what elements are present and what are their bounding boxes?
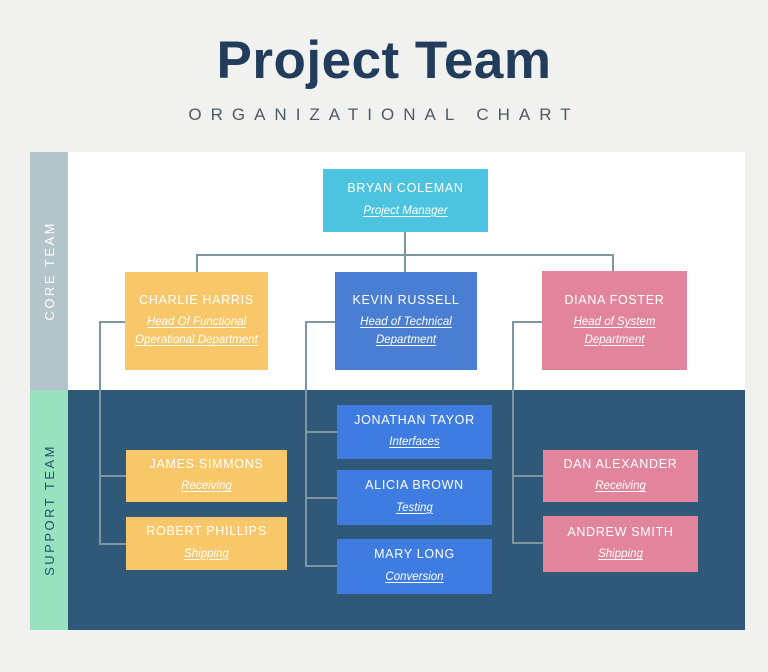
org-node-head-system: DIANA FOSTER Head of System Department bbox=[542, 271, 687, 370]
connector-drop-diana bbox=[612, 254, 614, 272]
connector-robert-stub bbox=[99, 543, 126, 545]
person-name: DAN ALEXANDER bbox=[563, 456, 678, 471]
person-role: Head of System Department bbox=[573, 315, 656, 346]
connector-dan-stub bbox=[512, 475, 543, 477]
person-role: Head Of Functional Operational Departmen… bbox=[135, 316, 258, 347]
connector-jonathan-stub bbox=[305, 431, 337, 433]
core-team-label: CORE TEAM bbox=[41, 221, 57, 321]
person-role: Head of Technical Department bbox=[360, 316, 452, 347]
core-team-strip: CORE TEAM bbox=[30, 152, 68, 390]
person-name: ALICIA BROWN bbox=[365, 478, 464, 493]
support-team-label: SUPPORT TEAM bbox=[41, 444, 57, 576]
person-role: Shipping bbox=[598, 548, 643, 561]
person-name: DIANA FOSTER bbox=[564, 292, 665, 307]
connector-mary-stub bbox=[305, 565, 337, 567]
connector-right-vertical bbox=[512, 321, 514, 544]
connector-diana-stub bbox=[512, 321, 542, 323]
org-node-head-technical: KEVIN RUSSELL Head of Technical Departme… bbox=[335, 272, 477, 370]
person-name: MARY LONG bbox=[374, 547, 455, 562]
person-name: ROBERT PHILLIPS bbox=[146, 524, 267, 539]
person-name: JONATHAN TAYOR bbox=[354, 412, 475, 427]
org-node-receiving-right: DAN ALEXANDER Receiving bbox=[543, 450, 698, 502]
person-name: BRYAN COLEMAN bbox=[347, 181, 464, 196]
page-subtitle: ORGANIZATIONAL CHART bbox=[188, 105, 580, 124]
person-role: Testing bbox=[396, 501, 433, 514]
page-header: Project Team ORGANIZATIONAL CHART bbox=[0, 0, 768, 125]
page-title: Project Team bbox=[216, 31, 552, 90]
connector-james-stub bbox=[99, 475, 126, 477]
org-node-testing: ALICIA BROWN Testing bbox=[337, 470, 492, 525]
person-role: Shipping bbox=[184, 547, 229, 560]
connector-bryan-down bbox=[404, 232, 406, 256]
person-role: Receiving bbox=[595, 480, 646, 493]
connector-charlie-stub bbox=[99, 321, 125, 323]
person-role: Interfaces bbox=[389, 436, 440, 449]
connector-left-vertical bbox=[99, 321, 101, 545]
org-node-interfaces: JONATHAN TAYOR Interfaces bbox=[337, 405, 492, 459]
support-team-strip: SUPPORT TEAM bbox=[30, 390, 68, 630]
connector-drop-charlie bbox=[196, 254, 198, 272]
connector-kevin-stub bbox=[305, 321, 335, 323]
org-node-conversion: MARY LONG Conversion bbox=[337, 539, 492, 594]
person-name: ANDREW SMITH bbox=[567, 524, 674, 539]
person-name: KEVIN RUSSELL bbox=[352, 293, 460, 308]
org-node-receiving-left: JAMES SIMMONS Receiving bbox=[126, 450, 287, 502]
connector-andrew-stub bbox=[512, 542, 543, 544]
org-node-project-manager: BRYAN COLEMAN Project Manager bbox=[323, 169, 488, 232]
person-role: Receiving bbox=[181, 480, 232, 493]
org-node-head-functional: CHARLIE HARRIS Head Of Functional Operat… bbox=[125, 272, 268, 370]
org-node-shipping-left: ROBERT PHILLIPS Shipping bbox=[126, 517, 287, 570]
person-role: Project Manager bbox=[363, 204, 448, 217]
connector-middle-vertical bbox=[305, 321, 307, 567]
connector-alicia-stub bbox=[305, 497, 337, 499]
connector-drop-kevin bbox=[404, 254, 406, 272]
person-role: Conversion bbox=[385, 570, 444, 583]
org-node-shipping-right: ANDREW SMITH Shipping bbox=[543, 516, 698, 572]
person-name: CHARLIE HARRIS bbox=[139, 293, 254, 308]
person-name: JAMES SIMMONS bbox=[149, 456, 264, 471]
